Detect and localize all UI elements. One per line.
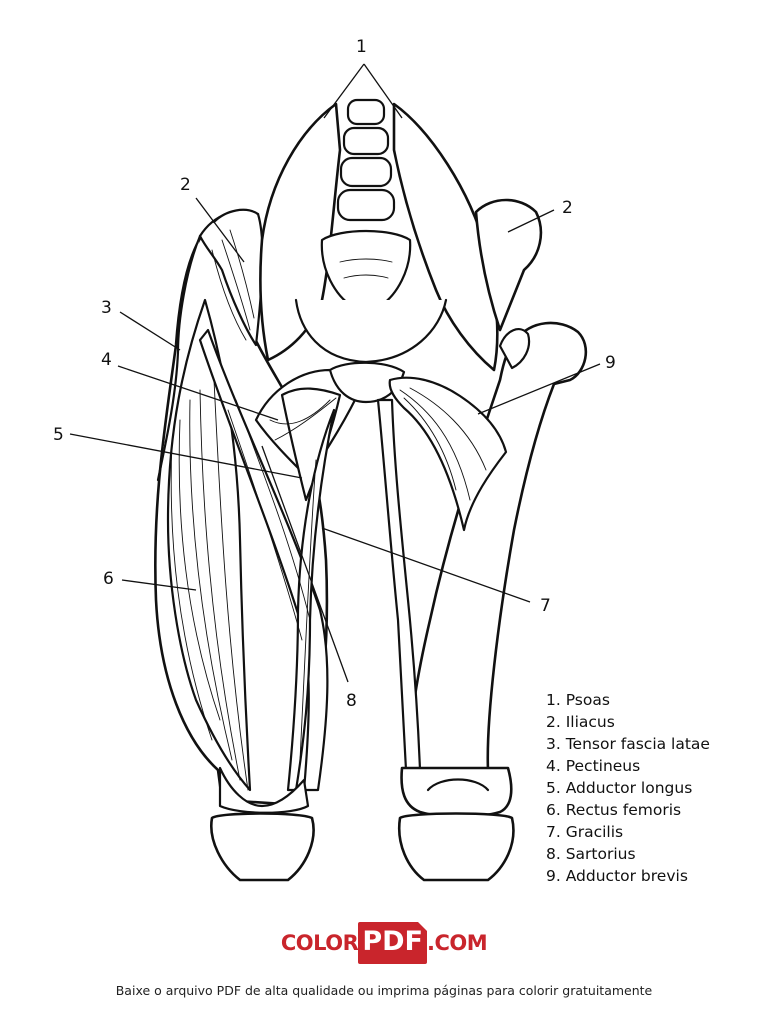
legend-item-psoas: 1. Psoas (546, 691, 610, 709)
legend-item-pectineus: 4. Pectineus (546, 757, 641, 775)
callout-4: 4 (101, 350, 112, 370)
legend-item-adductor-longus: 5. Adductor longus (546, 779, 693, 797)
legend-item-gracilis: 7. Gracilis (546, 823, 624, 841)
right-femur (376, 198, 588, 818)
callout-6: 6 (103, 569, 114, 589)
callout-numbers: 1 2 2 3 4 5 6 7 8 9 (53, 37, 616, 711)
legend-item-adductor-brevis: 9. Adductor brevis (546, 867, 688, 885)
legend-item-tensor-fascia-latae: 3. Tensor fascia latae (546, 735, 710, 753)
tibiae (210, 812, 515, 882)
callout-8: 8 (346, 691, 357, 711)
logo-pdf-box: PDF (358, 922, 427, 964)
callout-1: 1 (356, 37, 367, 57)
pelvis-and-spine (212, 98, 499, 404)
muscle-legend: 1. Psoas 2. Iliacus 3. Tensor fascia lat… (546, 689, 710, 887)
legend-item-sartorius: 8. Sartorius (546, 845, 636, 863)
logo-com-text: .COM (426, 931, 488, 955)
callout-7: 7 (540, 596, 551, 616)
callout-lines (69, 63, 601, 683)
callout-2-right: 2 (562, 198, 573, 218)
footer-text: Baixe o arquivo PDF de alta qualidade ou… (115, 983, 653, 998)
callout-5: 5 (53, 425, 64, 445)
logo-color-text: COLOR (280, 931, 359, 955)
legend-item-rectus-femoris: 6. Rectus femoris (546, 801, 682, 819)
legend-item-iliacus: 2. Iliacus (546, 713, 615, 731)
callout-9: 9 (605, 353, 616, 373)
callout-3: 3 (101, 298, 112, 318)
callout-2-left: 2 (180, 175, 191, 195)
